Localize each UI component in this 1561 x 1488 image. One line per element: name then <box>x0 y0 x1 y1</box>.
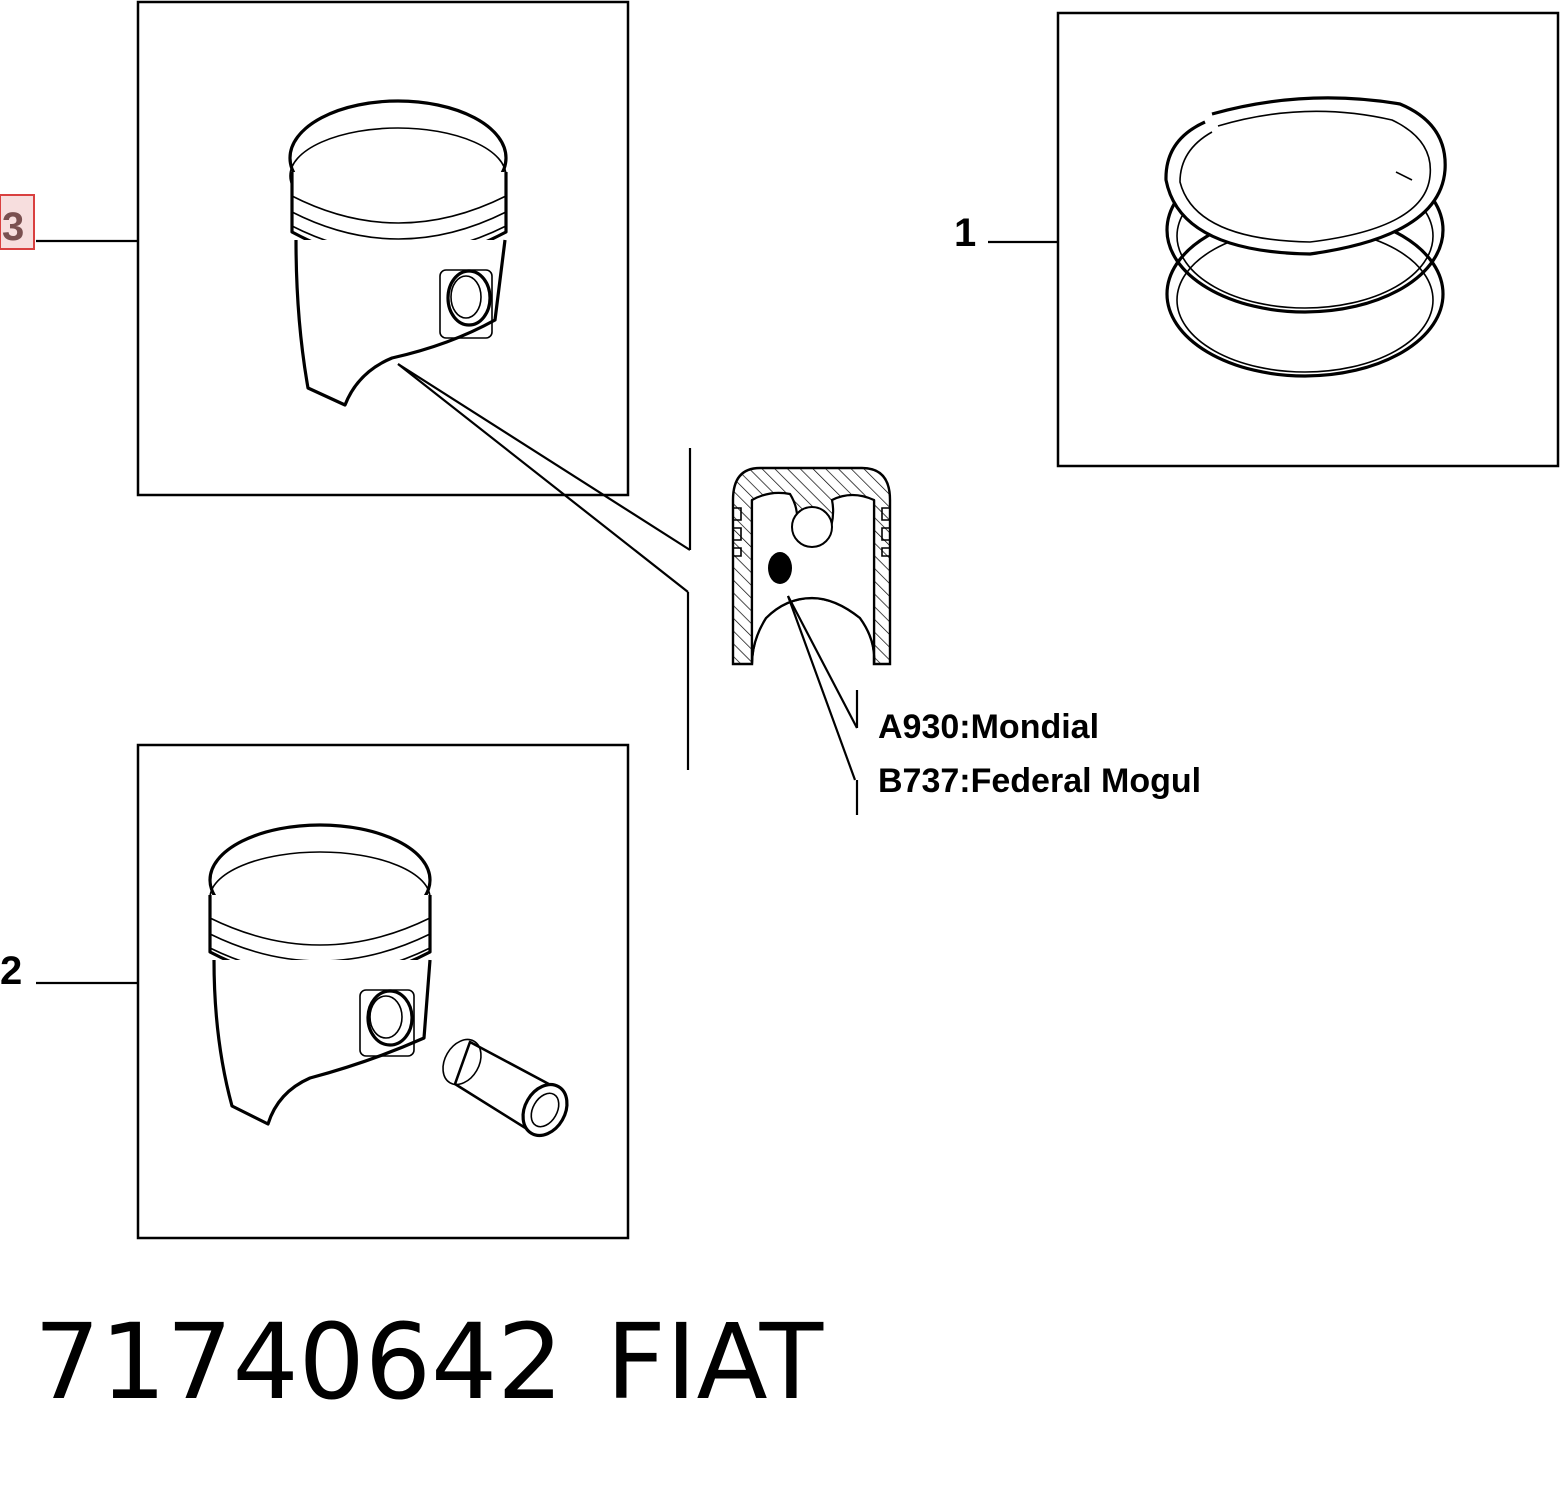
marking-leader-lines <box>786 595 859 815</box>
brand-name: FIAT <box>606 1301 824 1423</box>
piston-rings-panel[interactable] <box>1056 11 1560 468</box>
manufacturer-label-mondial: A930:Mondial <box>878 708 1099 746</box>
piston-with-pin-icon <box>208 823 569 1138</box>
detail-leader-lines <box>397 363 692 770</box>
callout-1-label[interactable]: 1 <box>954 211 976 255</box>
manufacturer-label-federal-mogul: B737:Federal Mogul <box>878 762 1201 800</box>
callout-3-label[interactable]: 3 <box>2 205 24 249</box>
piston-panel[interactable] <box>136 0 630 497</box>
piston-rings-icon <box>1164 96 1447 378</box>
piston-section-detail <box>731 466 892 666</box>
piston-with-pin-panel[interactable] <box>136 743 630 1240</box>
piston-icon <box>288 99 508 407</box>
callout-3-highlight[interactable] <box>0 194 35 250</box>
callout-2-label[interactable]: 2 <box>0 949 22 993</box>
part-number: 71740642 <box>34 1301 563 1423</box>
